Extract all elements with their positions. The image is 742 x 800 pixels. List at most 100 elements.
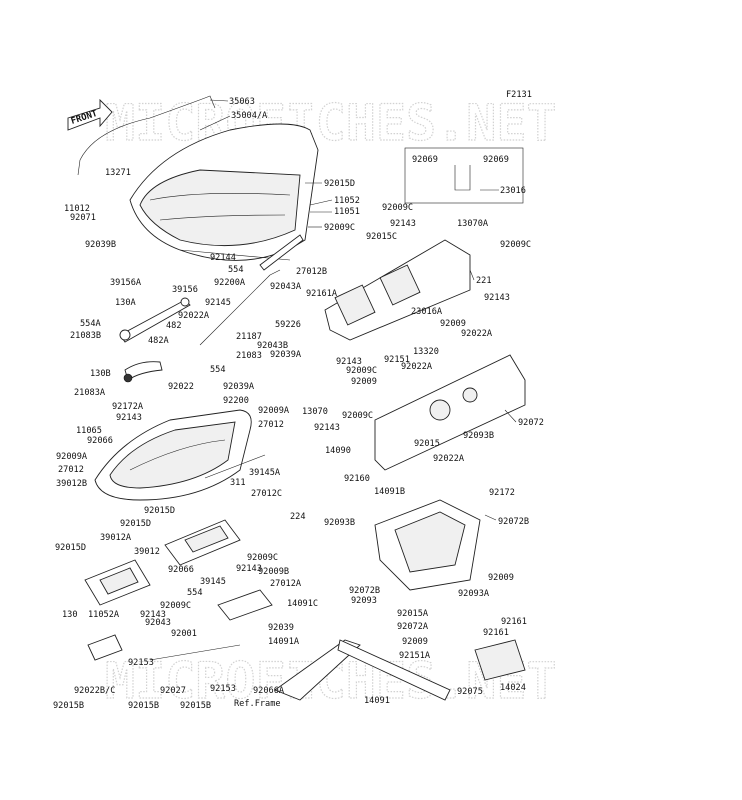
part-label: 92075: [457, 687, 483, 697]
part-label: 14091A: [268, 637, 300, 647]
part-label: 92009A: [56, 452, 88, 462]
part-label: 11065: [76, 426, 102, 436]
part-label: 130: [62, 610, 78, 620]
part-label: 59226: [275, 320, 301, 330]
part-label: 13320: [413, 347, 439, 357]
box-callout-1: 92069: [412, 155, 438, 165]
part-label: 11051: [334, 207, 360, 217]
part-label: 92022B/C: [74, 686, 115, 696]
part-label: 92015D: [144, 506, 175, 516]
part-label: 21083B: [70, 331, 101, 341]
part-label: 92043: [145, 618, 171, 628]
part-label: 92015A: [397, 609, 429, 619]
part-labels: 35063 35004/A 13271 11012 92071 92039B 9…: [53, 97, 544, 711]
part-label: 92072A: [397, 622, 429, 632]
part-label: 92143: [336, 357, 362, 367]
part-label: 92009: [488, 573, 514, 583]
plate-14091c: [217, 589, 273, 621]
part-label: 39156: [172, 285, 198, 295]
connector-23016: [454, 165, 471, 191]
part-label: 92172A: [112, 402, 144, 412]
part-label: 92039B: [85, 240, 116, 250]
part-label: 92143: [484, 293, 510, 303]
part-label: 92039: [268, 623, 294, 633]
part-label: 92143: [236, 564, 262, 574]
part-label: 92145: [205, 298, 231, 308]
part-label: 92015D: [324, 179, 355, 189]
part-label: 92043B: [257, 341, 288, 351]
part-label: 11052: [334, 196, 360, 206]
part-label: 92072: [518, 418, 544, 428]
part-label: 39156A: [110, 278, 142, 288]
part-label: 27012: [258, 420, 284, 430]
part-label: 11052A: [88, 610, 120, 620]
part-label: 92153: [128, 658, 154, 668]
part-label: 92200: [223, 396, 249, 406]
part-label: 92143: [390, 219, 416, 229]
part-label: 92093: [351, 596, 377, 606]
part-label: 92071: [70, 213, 96, 223]
part-label: 39145: [200, 577, 226, 587]
part-label: 92093B: [324, 518, 355, 528]
part-label: 92039A: [270, 350, 302, 360]
part-label: 92066A: [253, 686, 285, 696]
bracket-39012a: [84, 559, 151, 606]
part-label: 92043A: [270, 282, 302, 292]
part-label: 92009A: [258, 406, 290, 416]
part-label: 27012B: [296, 267, 327, 277]
part-label: 92072B: [349, 586, 380, 596]
part-label: 92015B: [180, 701, 211, 711]
part-label: 92015D: [120, 519, 151, 529]
part-label: 92009: [351, 377, 377, 387]
part-label: 92009C: [346, 366, 377, 376]
part-label: 11012: [64, 204, 90, 214]
part-label: 92022A: [178, 311, 210, 321]
part-label: 311: [230, 478, 246, 488]
part-label: 92015D: [55, 543, 86, 553]
part-label: 92093A: [458, 589, 490, 599]
cable-35063: [79, 95, 216, 161]
part-label: 92009: [402, 637, 428, 647]
part-label: Ref.Frame: [234, 699, 281, 709]
spring-27012b: [259, 234, 304, 271]
part-label: 35004/A: [231, 111, 268, 121]
part-label: 92151: [384, 355, 410, 365]
part-label: 92161A: [306, 289, 338, 299]
inset-box: [404, 147, 524, 204]
part-label: 92153: [210, 684, 236, 694]
part-label: 92151A: [399, 651, 431, 661]
hinge-11052a: [87, 634, 123, 661]
part-label: 27012A: [270, 579, 302, 589]
part-label: 21083A: [74, 388, 106, 398]
part-label: 92027: [160, 686, 186, 696]
part-label: 224: [290, 512, 306, 522]
part-label: 554: [210, 365, 226, 375]
part-label: 92200A: [214, 278, 246, 288]
part-label: 92022A: [401, 362, 433, 372]
part-label: 13070A: [457, 219, 489, 229]
part-label: 130B: [90, 369, 111, 379]
part-label: 482A: [148, 336, 170, 346]
front-arrow-icon: FRONT: [67, 98, 113, 131]
part-label: 92022: [168, 382, 194, 392]
part-label: 92144: [210, 253, 236, 263]
lid-linkage: [119, 297, 191, 383]
part-label: 92172: [489, 488, 515, 498]
part-label: 554: [187, 588, 203, 598]
diagram-code: F2131: [506, 90, 532, 100]
part-label: 92161: [483, 628, 509, 638]
part-label: 92066: [168, 565, 194, 575]
part-label: 92143: [314, 423, 340, 433]
part-label: 92009C: [382, 203, 413, 213]
part-label: 92039A: [223, 382, 255, 392]
part-label: 92015: [414, 439, 440, 449]
part-label: 130A: [115, 298, 137, 308]
part-label: 27012C: [251, 489, 282, 499]
rod-21187: [199, 274, 271, 346]
part-label: 14091B: [374, 487, 405, 497]
part-label: 92009C: [342, 411, 373, 421]
part-label: 14024: [500, 683, 526, 693]
part-label: 92009: [440, 319, 466, 329]
part-label: 554: [228, 265, 244, 275]
